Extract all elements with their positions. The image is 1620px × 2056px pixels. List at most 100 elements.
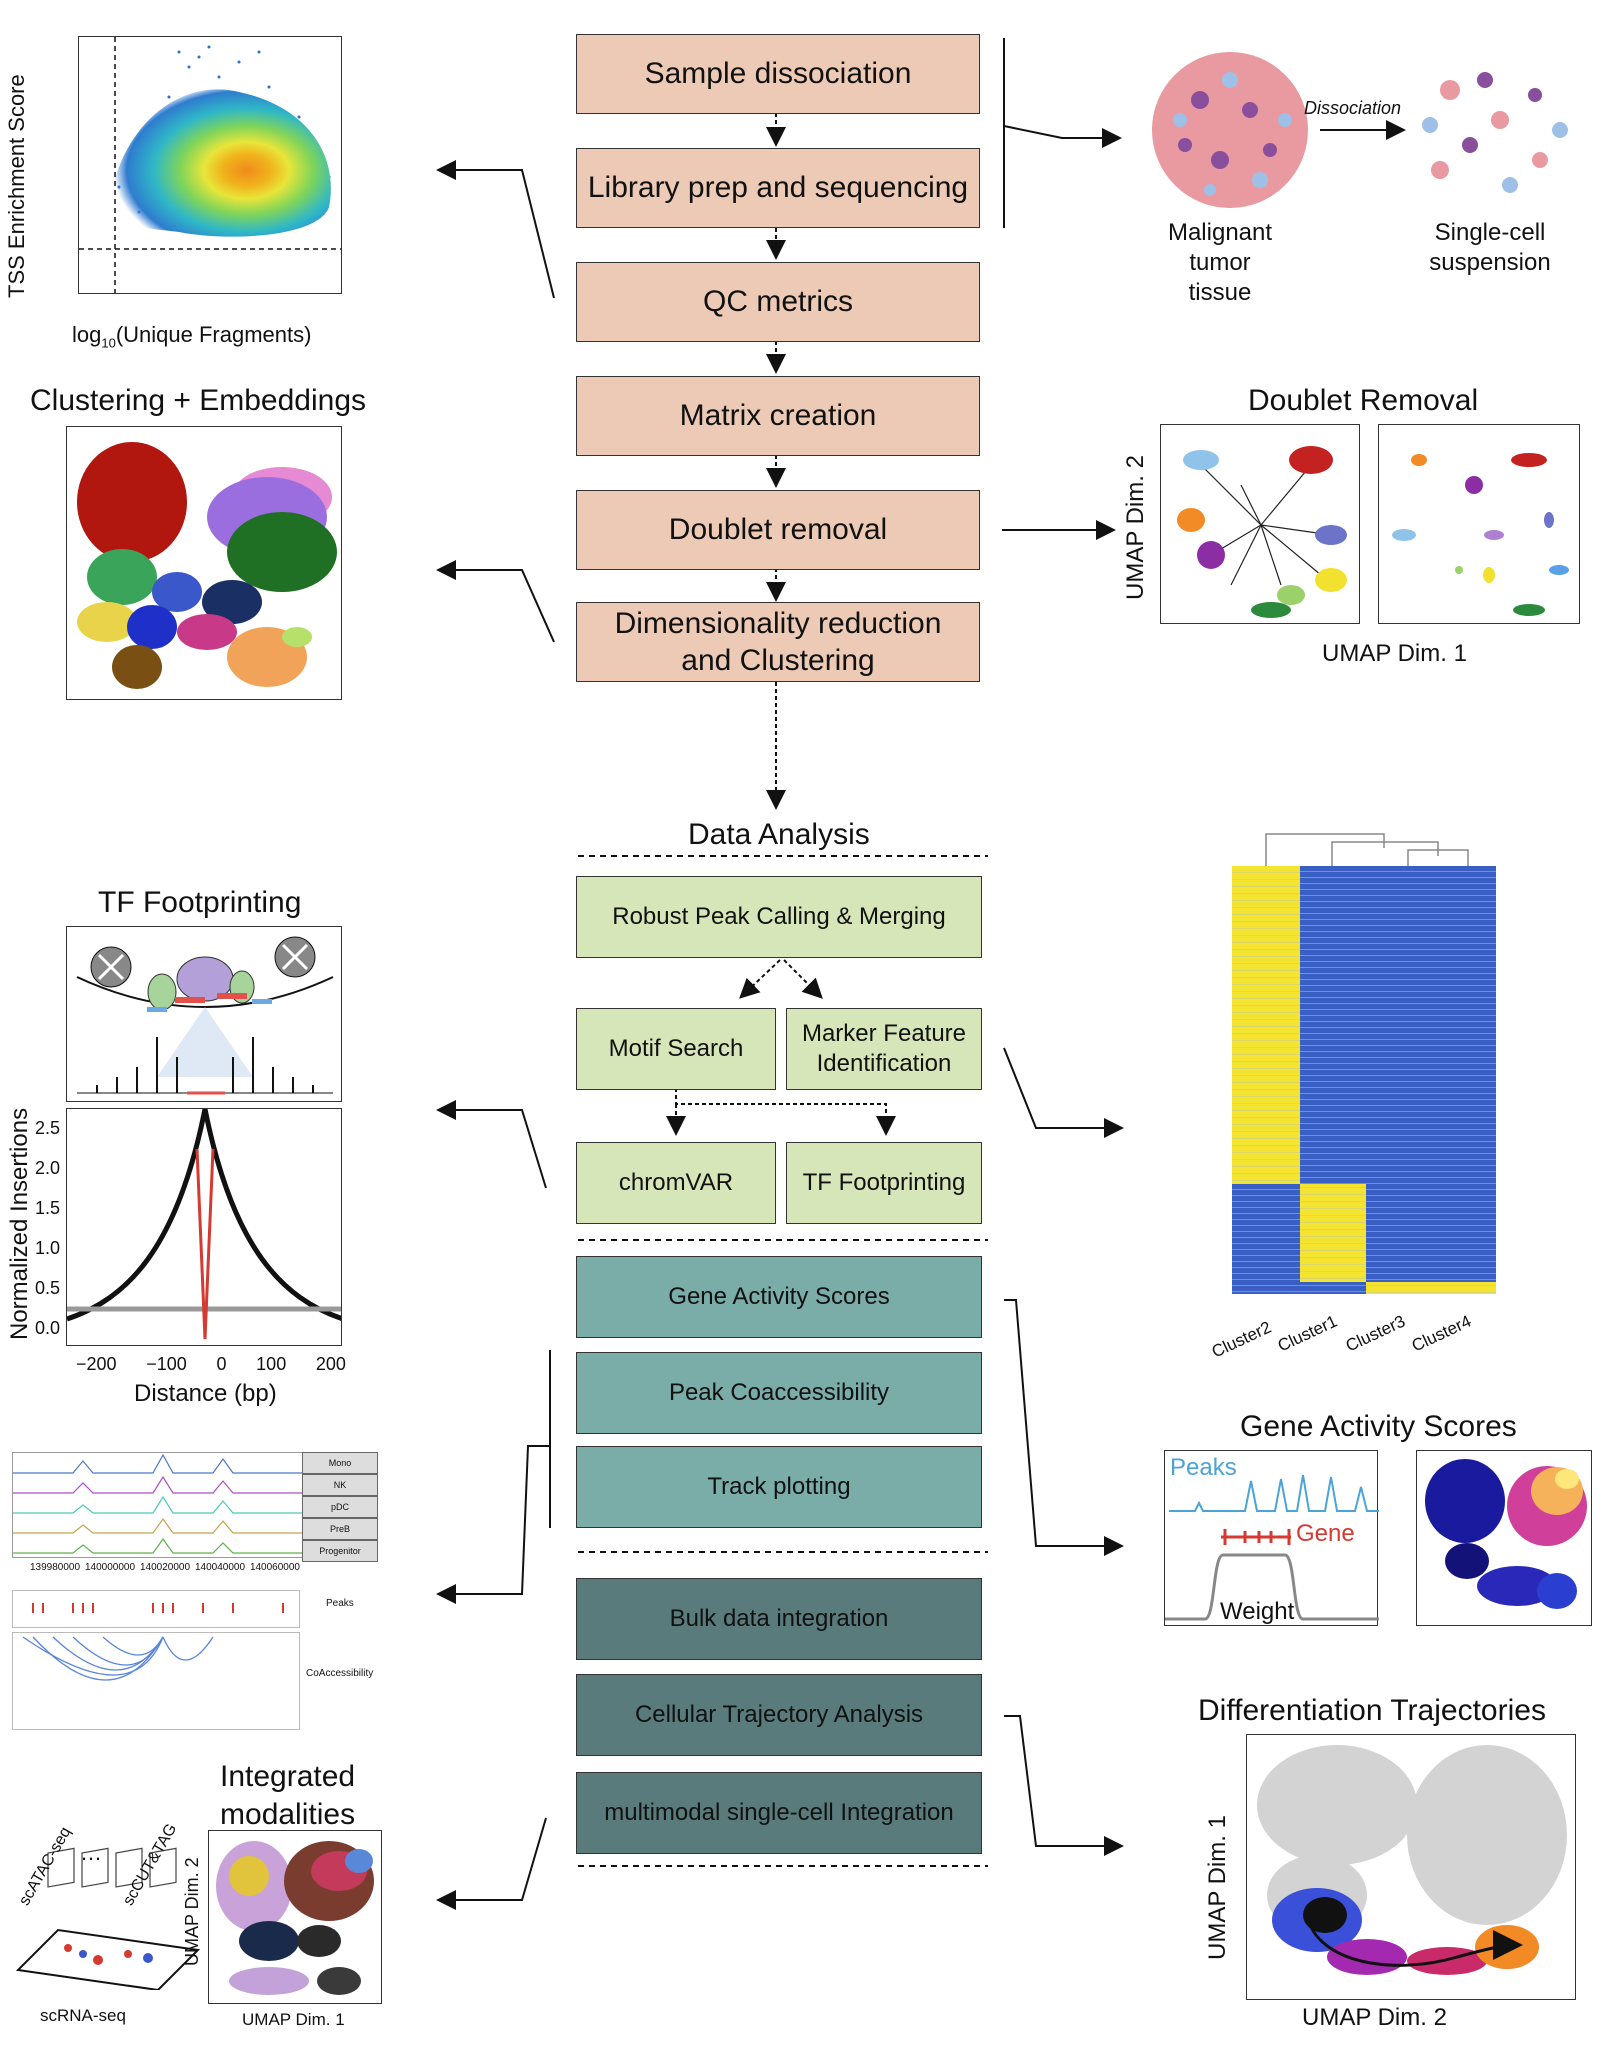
modality-ellipsis: …	[80, 1840, 102, 1865]
track-coordinate: 140000000	[84, 1562, 136, 1573]
heatmap-svg	[1232, 833, 1496, 1294]
xtick: −100	[146, 1354, 187, 1374]
track-group-label: Progenitor	[302, 1540, 378, 1562]
coaccessibility-label: CoAccessibility	[306, 1668, 374, 1679]
tf-xlabel: Distance (bp)	[134, 1380, 277, 1407]
data-analysis-title: Data Analysis	[688, 818, 870, 851]
track-coordinate: 140040000	[194, 1562, 246, 1573]
step-sample-dissociation[interactable]: Sample dissociation	[576, 34, 980, 114]
peaks-track	[12, 1590, 300, 1628]
track-group-label: PreB	[302, 1518, 378, 1540]
xtick: −200	[76, 1354, 117, 1374]
trajectory-umap	[1246, 1734, 1576, 2000]
step-matrix-creation[interactable]: Matrix creation	[576, 376, 980, 456]
step-tf-footprinting[interactable]: TF Footprinting	[786, 1142, 982, 1224]
coaccessibility-svg	[22, 1636, 214, 1681]
step-library-prep[interactable]: Library prep and sequencing	[576, 148, 980, 228]
doublet-xlabel: UMAP Dim. 1	[1322, 640, 1467, 667]
dissociation-arrow-label: Dissociation	[1304, 98, 1402, 118]
trajectory-ylabel: UMAP Dim. 1	[1204, 1815, 1231, 1960]
gene-activity-svg	[1165, 1474, 1379, 1621]
tf-schematic-svg	[76, 936, 334, 1095]
xtick: 200	[315, 1354, 346, 1374]
qc-ylabel: TSS Enrichment Score	[4, 74, 29, 298]
track-coordinate: 140060000	[249, 1562, 300, 1573]
doublet-after-plot	[1378, 424, 1580, 624]
integrated-ylabel: UMAP Dim. 2	[182, 1857, 202, 1966]
gene-activity-gene-label: Gene	[1296, 1520, 1355, 1547]
ytick: 2.5	[34, 1118, 60, 1138]
heatmap-column-label: Cluster1	[1274, 1311, 1341, 1356]
integrated-umap-svg	[216, 1841, 374, 1995]
heatmap-column-labels: Cluster2 Cluster1 Cluster3 Cluster4	[1209, 1312, 1510, 1362]
doublet-before-plot	[1160, 424, 1360, 624]
xtick: 100	[256, 1354, 287, 1374]
modality-stack	[15, 1847, 201, 1990]
integrated-xlabel: UMAP Dim. 1	[242, 2010, 345, 2029]
track-group-label: Mono	[302, 1452, 378, 1474]
heatmap-column-label: Cluster3	[1342, 1311, 1409, 1356]
trajectory-umap-svg	[1257, 1745, 1567, 1975]
gene-activity-peaks-label: Peaks	[1170, 1454, 1237, 1481]
tf-insertions-plot	[66, 1108, 342, 1346]
integrated-title: Integrated modalities	[220, 1760, 356, 1831]
qc-xlabel-post: (Unique Fragments)	[115, 322, 312, 347]
heatmap-column-label: Cluster4	[1408, 1311, 1475, 1356]
integrated-umap	[208, 1830, 382, 2004]
doublet-after-svg	[1392, 453, 1569, 616]
track-plot-svg	[13, 1453, 303, 1554]
gene-activity-title: Gene Activity Scores	[1240, 1410, 1517, 1443]
gene-activity-schematic	[1164, 1450, 1379, 1626]
step-qc-metrics[interactable]: QC metrics	[576, 262, 980, 342]
qc-xlabel-sub: 10	[101, 335, 116, 351]
step-doublet-removal[interactable]: Doublet removal	[576, 490, 980, 570]
track-coordinates: 139980000 140000000 140020000 140040000 …	[30, 1562, 300, 1573]
step-track-plotting[interactable]: Track plotting	[576, 1446, 982, 1528]
step-bulk-integration[interactable]: Bulk data integration	[576, 1578, 982, 1660]
tf-ylabel: Normalized Insertions	[6, 1107, 33, 1340]
tumor-tissue-label: Malignant tumor tissue	[1167, 219, 1273, 306]
ytick: 1.0	[34, 1238, 60, 1258]
track-group-labels: Mono NK pDC PreB Progenitor	[302, 1452, 378, 1562]
tf-yticks: 2.5 2.0 1.5 1.0 0.5 0.0	[30, 1108, 60, 1348]
clustering-umap-plot	[66, 426, 342, 700]
step-dimensionality-reduction[interactable]: Dimensionality reduction and Clustering	[576, 602, 980, 682]
single-cell-suspension-label: Single-cell suspension	[1429, 219, 1551, 276]
track-plot	[12, 1452, 304, 1558]
xtick: 0	[216, 1354, 227, 1374]
ytick: 0.5	[34, 1278, 60, 1298]
tf-insertions-svg	[67, 1109, 341, 1340]
doublet-title: Doublet Removal	[1248, 384, 1479, 417]
gene-activity-umap	[1416, 1450, 1592, 1626]
gene-activity-umap-svg	[1425, 1459, 1587, 1609]
step-gene-activity[interactable]: Gene Activity Scores	[576, 1256, 982, 1338]
peaks-track-svg	[32, 1603, 284, 1613]
peaks-track-label: Peaks	[326, 1598, 354, 1609]
gene-activity-weight-label: Weight	[1220, 1598, 1295, 1625]
qc-density-plot	[78, 36, 342, 294]
track-coordinate: 140020000	[139, 1562, 191, 1573]
ytick: 2.0	[34, 1158, 60, 1178]
step-motif-search[interactable]: Motif Search	[576, 1008, 776, 1090]
ytick: 1.5	[34, 1198, 60, 1218]
step-marker-feature[interactable]: Marker Feature Identification	[786, 1008, 982, 1090]
trajectory-title: Differentiation Trajectories	[1198, 1694, 1546, 1727]
tf-xticks: −200 −100 0 100 200	[76, 1354, 346, 1375]
doublet-ylabel: UMAP Dim. 2	[1122, 455, 1149, 600]
qc-xlabel: log10(Unique Fragments)	[72, 322, 311, 350]
track-group-label: NK	[302, 1474, 378, 1496]
step-trajectory[interactable]: Cellular Trajectory Analysis	[576, 1674, 982, 1756]
ytick: 0.0	[34, 1318, 60, 1338]
step-chromvar[interactable]: chromVAR	[576, 1142, 776, 1224]
marker-heatmap	[1232, 826, 1496, 1296]
tf-schematic	[66, 926, 342, 1102]
clustering-umap-svg	[77, 442, 337, 689]
coaccessibility-track	[12, 1632, 300, 1730]
step-peak-calling[interactable]: Robust Peak Calling & Merging	[576, 876, 982, 958]
step-peak-coaccessibility[interactable]: Peak Coaccessibility	[576, 1352, 982, 1434]
tf-footprinting-title: TF Footprinting	[98, 886, 302, 919]
scrna-label: scRNA-seq	[40, 2006, 126, 2025]
dissociation-illustration	[1152, 52, 1568, 208]
doublet-before-svg	[1177, 446, 1347, 618]
step-multimodal[interactable]: multimodal single-cell Integration	[576, 1772, 982, 1854]
